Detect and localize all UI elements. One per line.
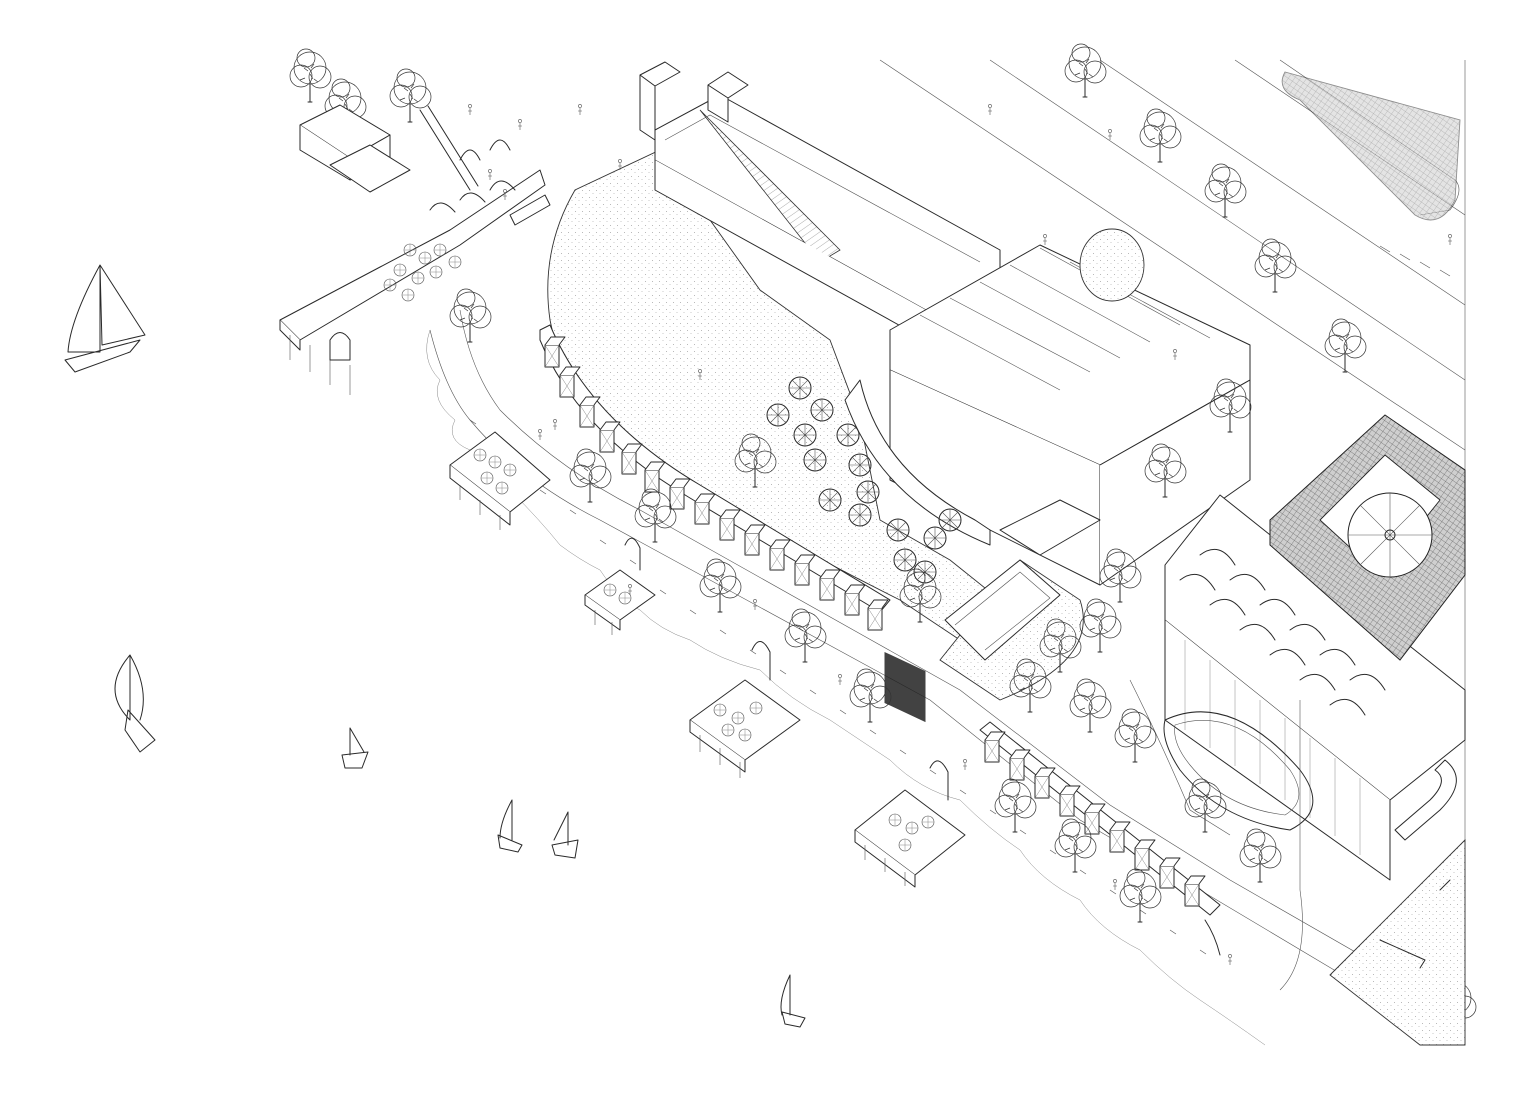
leaf-pond — [1129, 679, 1314, 836]
oval-lawn — [1079, 228, 1145, 302]
pier-main — [279, 169, 546, 395]
sunken-entrance — [944, 559, 1061, 661]
sailboat-5 — [551, 811, 579, 859]
main-hall — [844, 244, 1251, 586]
pier-5 — [854, 760, 966, 888]
lower-right-ground — [1279, 700, 1466, 1046]
sailboat-1 — [64, 264, 146, 373]
sailboat-2 — [114, 654, 156, 753]
pier-3 — [584, 537, 656, 635]
sailboat-4 — [497, 799, 523, 853]
pier-platforms — [279, 169, 966, 888]
sailboat-3 — [341, 727, 369, 769]
pier-4 — [689, 641, 801, 778]
street-upper-right — [879, 59, 1466, 451]
pavilion-top-left — [299, 104, 551, 226]
warehouse-left — [639, 61, 1001, 346]
sailboats — [64, 264, 806, 1028]
market-hall — [1164, 414, 1466, 881]
arcade-colonnade — [539, 324, 1221, 956]
pier-2 — [449, 431, 551, 530]
sailboat-6 — [780, 974, 806, 1028]
